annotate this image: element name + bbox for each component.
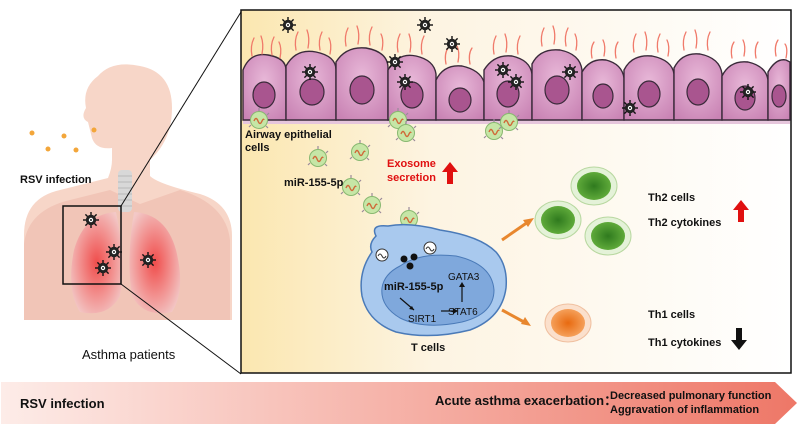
- stat6-label: STAT6: [448, 307, 478, 318]
- airway-epithelial-label-1: Airway epithelial: [245, 129, 332, 141]
- th1-cell: [544, 303, 592, 343]
- virus-icon: [561, 63, 579, 81]
- exosome-secretion-label-1: Exosome: [387, 158, 436, 170]
- down-arrow-icon: [731, 328, 747, 350]
- gata3-label: GATA3: [448, 272, 480, 283]
- outcome-pulmonary-label: Decreased pulmonary function: [610, 390, 772, 402]
- th1-cells-label: Th1 cells: [648, 309, 695, 321]
- timeline-arrow: [1, 382, 797, 424]
- t-cell: [360, 223, 508, 337]
- mir-155-5p-inside-label: miR-155-5p: [384, 281, 444, 293]
- right-lung: [129, 212, 181, 314]
- left-lung: [71, 212, 123, 314]
- up-arrow-icon: [442, 162, 458, 184]
- up-arrow-icon: [733, 200, 749, 222]
- th2-cytokines-label: Th2 cytokines: [648, 217, 721, 229]
- rsv-infection-left-label: RSV infection: [20, 174, 92, 186]
- airway-epithelial-label-2: cells: [245, 142, 269, 154]
- zoom-box: [62, 205, 122, 285]
- arrow-to-th2: [501, 218, 534, 242]
- t-cells-label: T cells: [411, 342, 445, 354]
- mir-155-5p-outside-label: miR-155-5p: [284, 177, 344, 189]
- exosome-secretion-label-2: secretion: [387, 172, 436, 184]
- th1-cytokines-label: Th1 cytokines: [648, 337, 721, 349]
- virus-particles-breath: [29, 127, 97, 153]
- arrow-to-th1: [501, 308, 531, 326]
- timeline-start-label: RSV infection: [20, 396, 105, 411]
- th2-cells-label: Th2 cells: [648, 192, 695, 204]
- asthma-patients-label: Asthma patients: [82, 347, 176, 362]
- outcome-inflammation-label: Aggravation of inflammation: [610, 404, 759, 416]
- sirt1-label: SIRT1: [408, 314, 437, 325]
- th2-cells: [534, 166, 632, 256]
- patient-illustration: [24, 11, 242, 375]
- airway-epithelium: [242, 25, 791, 124]
- virus-icon: [739, 83, 757, 101]
- timeline-mid-label: Acute asthma exacerbation：: [435, 393, 617, 408]
- virus-icon: [621, 99, 639, 117]
